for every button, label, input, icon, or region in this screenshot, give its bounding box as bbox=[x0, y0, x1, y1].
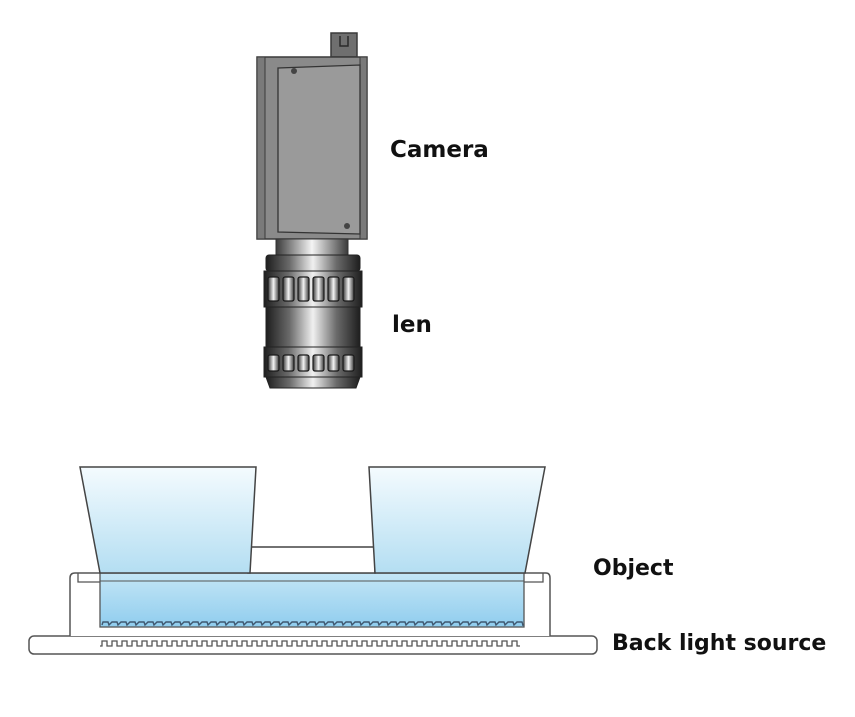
lens-grip-rib bbox=[297, 354, 310, 372]
camera-connector-slot bbox=[339, 36, 349, 47]
frame-lip-right bbox=[524, 573, 544, 583]
backlight-led-row bbox=[101, 621, 524, 627]
camera-side-strip-right bbox=[359, 56, 368, 240]
camera-side-strip bbox=[256, 56, 266, 240]
camera-panel bbox=[277, 64, 361, 235]
lens-grip-rib bbox=[342, 276, 355, 302]
lens bbox=[263, 238, 363, 389]
lens-grip-rib bbox=[312, 276, 325, 302]
lens-grip-ribs-upper bbox=[267, 276, 355, 302]
light-beam-left bbox=[79, 466, 257, 574]
backlight-label: Back light source bbox=[612, 631, 826, 656]
lens-grip-rib bbox=[297, 276, 310, 302]
light-beam-right bbox=[368, 466, 546, 574]
lens-label: len bbox=[392, 312, 432, 338]
lens-grip-rib bbox=[327, 354, 340, 372]
object-plate bbox=[247, 546, 376, 574]
camera-connector bbox=[330, 32, 358, 58]
camera-label: Camera bbox=[390, 137, 489, 163]
lens-mount bbox=[275, 238, 349, 256]
frame-lip-left bbox=[77, 573, 100, 583]
lens-grip-rib bbox=[342, 354, 355, 372]
lens-barrel-mid bbox=[265, 306, 361, 348]
lens-grip-rib bbox=[267, 354, 280, 372]
backlight-diffuser bbox=[99, 572, 525, 628]
lens-grip-ribs-lower bbox=[267, 354, 355, 372]
camera bbox=[256, 32, 368, 240]
lens-collar bbox=[265, 254, 361, 272]
lens-grip-rib bbox=[282, 276, 295, 302]
lens-front bbox=[265, 376, 361, 389]
lens-grip-rib bbox=[282, 354, 295, 372]
backlight-base-teeth bbox=[100, 640, 520, 647]
camera-screw-bottom bbox=[344, 223, 350, 229]
camera-screw-top bbox=[291, 68, 297, 74]
lens-grip-rib bbox=[267, 276, 280, 302]
object-label: Object bbox=[593, 556, 674, 581]
backlight-assembly bbox=[28, 466, 598, 655]
lens-grip-rib bbox=[327, 276, 340, 302]
lens-grip-rib bbox=[312, 354, 325, 372]
